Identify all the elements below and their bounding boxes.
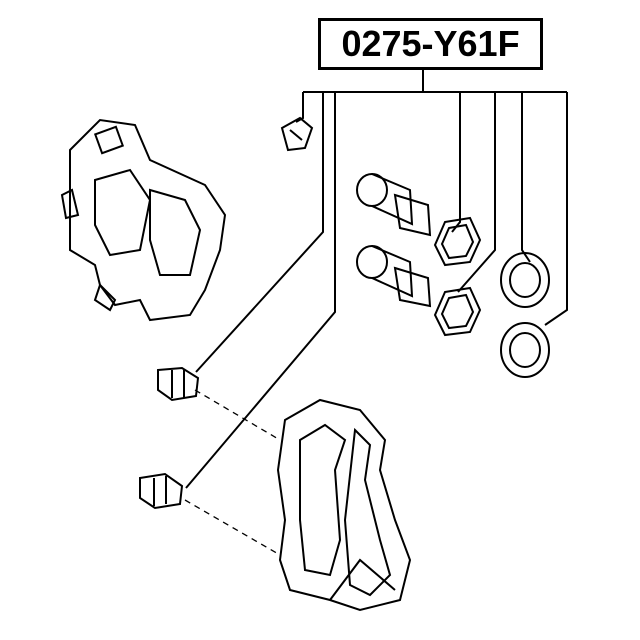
- caliper-bracket: [276, 398, 412, 612]
- guide-pin-boot-lower: [139, 472, 184, 510]
- guide-pin-boot-upper: [157, 366, 200, 402]
- caliper-body: [60, 118, 227, 322]
- bleeder-screw: [280, 116, 314, 152]
- dust-boot-lower: [500, 322, 550, 378]
- piston-seal-upper: [433, 216, 482, 267]
- piston-upper: [356, 173, 432, 237]
- piston-seal-lower: [433, 286, 482, 337]
- piston-lower: [356, 245, 432, 308]
- part-number-label: 0275-Y61F: [318, 18, 543, 70]
- dust-boot-upper: [500, 252, 550, 308]
- guide-lines: [184, 389, 281, 556]
- leader-lines: [185, 67, 568, 489]
